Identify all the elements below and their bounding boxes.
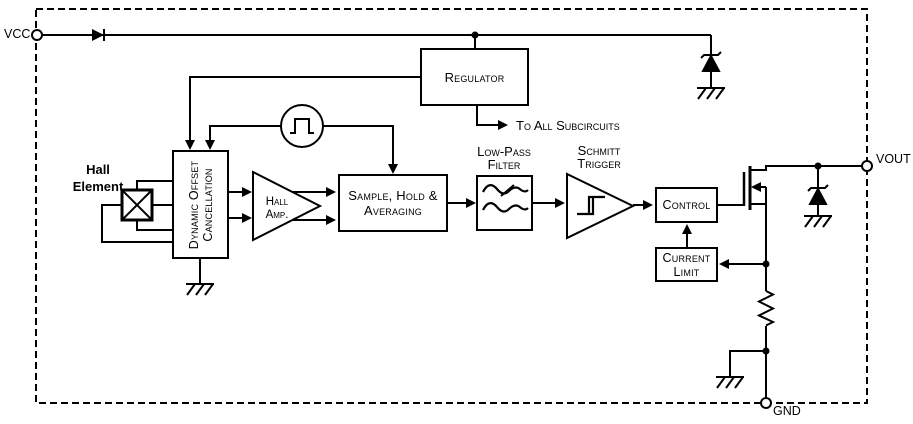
sample-hold-label-line1: Sample, Hold & bbox=[348, 188, 438, 203]
dynamic-offset-cancellation-block: Dynamic Offset Cancellation bbox=[172, 150, 229, 259]
sample-hold-averaging-block: Sample, Hold & Averaging bbox=[338, 174, 448, 232]
current-limit-label-line1: Current bbox=[662, 250, 711, 265]
vcc-pin-label: VCC bbox=[4, 27, 31, 41]
low-pass-filter-icon bbox=[476, 175, 533, 231]
diode-icon bbox=[92, 29, 105, 41]
vcc-zener-diode-icon bbox=[700, 51, 722, 72]
hall-amp-label: Hall Amp. bbox=[265, 196, 289, 221]
regulator-block: Regulator bbox=[420, 48, 529, 106]
current-limit-label-line2: Limit bbox=[673, 264, 700, 279]
hall-element-icon bbox=[120, 188, 154, 222]
circuit-wires bbox=[42, 34, 862, 398]
sample-hold-label-line2: Averaging bbox=[364, 203, 422, 218]
hysteresis-icon bbox=[577, 195, 605, 216]
hall-amp-triangle bbox=[252, 170, 323, 242]
resistor-icon bbox=[756, 290, 776, 327]
vout-pin-label: VOUT bbox=[876, 152, 911, 166]
hall-element-label: Hall Element bbox=[72, 162, 124, 194]
schmitt-trigger-triangle bbox=[566, 172, 636, 240]
vout-terminal-icon bbox=[861, 160, 873, 172]
control-label: Control bbox=[662, 197, 711, 212]
gnd-terminal-icon bbox=[760, 397, 772, 409]
vout-zener-ground-icon bbox=[803, 215, 833, 228]
vcc-zener-ground-icon bbox=[696, 87, 726, 100]
clock-oscillator-icon bbox=[280, 104, 324, 148]
low-pass-filter-label: Low-Pass Filter bbox=[477, 144, 531, 172]
pin-terminals bbox=[31, 29, 873, 409]
vcc-terminal-icon bbox=[31, 29, 43, 41]
mosfet-icon bbox=[742, 166, 752, 210]
doc-ground-icon bbox=[185, 283, 215, 296]
vout-zener-diode-icon bbox=[807, 184, 829, 205]
control-block: Control bbox=[655, 187, 718, 223]
junction-dots bbox=[471, 31, 822, 355]
gnd-pin-label: GND bbox=[773, 404, 801, 418]
current-limit-block: Current Limit bbox=[655, 247, 718, 282]
signal-arrowheads bbox=[185, 120, 761, 269]
dynamic-offset-cancellation-label: Dynamic Offset Cancellation bbox=[186, 160, 215, 249]
to-all-subcircuits-label: To All Subcircuits bbox=[516, 118, 620, 133]
regulator-label: Regulator bbox=[444, 69, 505, 85]
sense-ground-icon bbox=[715, 376, 745, 389]
schmitt-trigger-label: Schmitt Trigger bbox=[577, 143, 621, 171]
chip-boundary bbox=[35, 8, 868, 404]
